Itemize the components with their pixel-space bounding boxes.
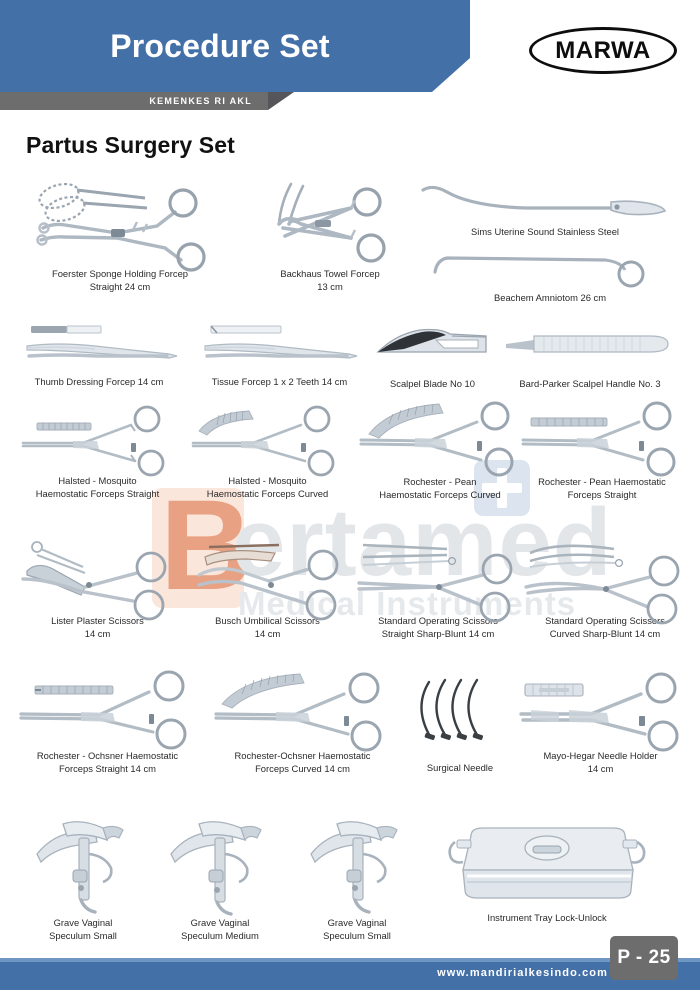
product-label: Mayo-Hegar Needle Holder 14 cm	[543, 750, 658, 774]
operating-scissors-straight-icon	[348, 535, 528, 623]
product-rochester-ochsner-straight[interactable]: Rochester - Ochsner Haemostatic Forceps …	[10, 670, 205, 775]
product-label: Tissue Forcep 1 x 2 Teeth 14 cm	[211, 376, 348, 387]
product-scalpel-blade-no-10[interactable]: Scalpel Blade No 10	[370, 322, 495, 391]
hemostat-straight-icon	[10, 405, 185, 477]
product-foerster-sponge-holding-forcep[interactable]: Foerster Sponge Holding Forcep Straight …	[20, 176, 220, 293]
umbilical-scissors-icon	[180, 535, 355, 621]
product-label: Standard Operating Scissors Curved Sharp…	[545, 615, 665, 639]
product-surgical-needle[interactable]: Surgical Needle	[400, 672, 520, 775]
product-label: Surgical Needle	[426, 762, 494, 773]
product-thumb-dressing-forcep[interactable]: Thumb Dressing Forcep 14 cm	[14, 320, 184, 389]
page-footer: www.mandirialkesindo.com	[0, 958, 700, 990]
hemostat-straight-icon	[512, 400, 692, 477]
product-label: Scalpel Blade No 10	[390, 378, 475, 389]
product-tissue-forcep[interactable]: Tissue Forcep 1 x 2 Teeth 14 cm	[192, 320, 367, 389]
website-url[interactable]: www.mandirialkesindo.com	[437, 967, 608, 979]
marwa-logo: MARWA	[529, 27, 677, 74]
header-blue-banner	[0, 0, 470, 92]
towel-clamp-icon	[250, 180, 410, 268]
certification-bar-corner	[268, 92, 294, 110]
needle-holder-icon	[508, 670, 693, 752]
product-label: Beachem Amniotom 26 cm	[493, 292, 607, 303]
product-label: Halsted - Mosquito Haemostatic Forceps C…	[206, 475, 329, 499]
product-busch-umbilical-scissors[interactable]: Busch Umbilical Scissors 14 cm	[180, 535, 355, 640]
section-title: Partus Surgery Set	[26, 132, 235, 158]
uterine-sound-icon	[410, 178, 680, 220]
product-rochester-pean-straight[interactable]: Rochester - Pean Haemostatic Forceps Str…	[512, 400, 692, 501]
product-grave-speculum-medium[interactable]: Grave Vaginal Speculum Medium	[150, 812, 290, 942]
logo-text: MARWA	[555, 36, 651, 64]
page-header: Procedure Set MARWA	[0, 0, 700, 92]
footer-stripe	[0, 958, 700, 962]
certification-bar: KEMENKES RI AKL	[0, 92, 700, 110]
operating-scissors-curved-icon	[515, 535, 695, 625]
page-number: P - 25	[617, 947, 671, 968]
product-operating-scissors-curved[interactable]: Standard Operating Scissors Curved Sharp…	[515, 535, 695, 640]
product-grave-speculum-small-2[interactable]: Grave Vaginal Speculum Small	[292, 812, 422, 942]
page-title: Procedure Set	[110, 27, 330, 64]
scalpel-handle-icon	[495, 322, 685, 372]
product-label: Halsted - Mosquito Haemostatic Forceps S…	[35, 475, 160, 499]
amniotom-icon	[420, 250, 680, 288]
product-halsted-mosquito-curved[interactable]: Halsted - Mosquito Haemostatic Forceps C…	[180, 405, 355, 500]
product-label: Instrument Tray Lock-Unlock	[487, 912, 607, 923]
product-label: Grave Vaginal Speculum Small	[49, 917, 117, 941]
product-rochester-ochsner-curved[interactable]: Rochester-Ochsner Haemostatic Forceps Cu…	[205, 670, 400, 775]
speculum-icon	[292, 812, 422, 917]
surgical-needle-icon	[400, 672, 520, 754]
product-lister-plaster-scissors[interactable]: Lister Plaster Scissors 14 cm	[10, 535, 185, 640]
product-label: Lister Plaster Scissors 14 cm	[51, 615, 144, 639]
product-label: Rochester - Pean Haemostatic Forceps Str…	[538, 476, 666, 500]
scalpel-blade-icon	[370, 322, 495, 372]
product-bard-parker-scalpel-handle[interactable]: Bard-Parker Scalpel Handle No. 3	[495, 322, 685, 391]
product-label: Busch Umbilical Scissors 14 cm	[215, 615, 320, 639]
product-label: Grave Vaginal Speculum Small	[323, 917, 391, 941]
instrument-tray-icon	[432, 818, 662, 908]
product-rochester-pean-curved[interactable]: Rochester - Pean Haemostatic Forceps Cur…	[350, 400, 530, 501]
product-instrument-tray[interactable]: Instrument Tray Lock-Unlock	[432, 818, 662, 925]
product-label: Foerster Sponge Holding Forcep Straight …	[51, 268, 188, 292]
speculum-icon	[150, 812, 290, 917]
product-label: Rochester-Ochsner Haemostatic Forceps Cu…	[234, 750, 371, 774]
speculum-icon	[18, 812, 148, 917]
product-label: Sims Uterine Sound Stainless Steel	[471, 226, 619, 237]
ring-forceps-icon	[20, 176, 220, 272]
certification-bar-background	[0, 92, 268, 110]
product-backhaus-towel-forcep[interactable]: Backhaus Towel Forcep 13 cm	[250, 180, 410, 293]
hemostat-curved-icon	[205, 670, 400, 752]
product-sims-uterine-sound[interactable]: Sims Uterine Sound Stainless Steel	[410, 178, 680, 239]
hemostat-straight-icon	[10, 670, 205, 750]
certification-label: KEMENKES RI AKL	[149, 96, 252, 106]
product-label: Bard-Parker Scalpel Handle No. 3	[519, 378, 661, 389]
thumb-forceps-icon	[14, 320, 184, 372]
product-label: Backhaus Towel Forcep 13 cm	[280, 268, 380, 292]
product-label: Rochester - Pean Haemostatic Forceps Cur…	[379, 476, 501, 500]
product-halsted-mosquito-straight[interactable]: Halsted - Mosquito Haemostatic Forceps S…	[10, 405, 185, 500]
product-label: Standard Operating Scissors Straight Sha…	[378, 615, 498, 639]
hemostat-curved-icon	[180, 405, 355, 477]
product-label: Thumb Dressing Forcep 14 cm	[34, 376, 164, 387]
tissue-forceps-icon	[192, 320, 367, 372]
page-number-badge: P - 25	[610, 936, 678, 980]
product-label: Rochester - Ochsner Haemostatic Forceps …	[36, 750, 179, 774]
product-beachem-amniotom[interactable]: Beachem Amniotom 26 cm	[420, 250, 680, 305]
hemostat-curved-icon	[350, 400, 530, 477]
plaster-scissors-icon	[10, 535, 185, 621]
product-mayo-hegar-needle-holder[interactable]: Mayo-Hegar Needle Holder 14 cm	[508, 670, 693, 775]
product-operating-scissors-straight[interactable]: Standard Operating Scissors Straight Sha…	[348, 535, 528, 640]
product-label: Grave Vaginal Speculum Medium	[181, 917, 259, 941]
product-grave-speculum-small-1[interactable]: Grave Vaginal Speculum Small	[18, 812, 148, 942]
